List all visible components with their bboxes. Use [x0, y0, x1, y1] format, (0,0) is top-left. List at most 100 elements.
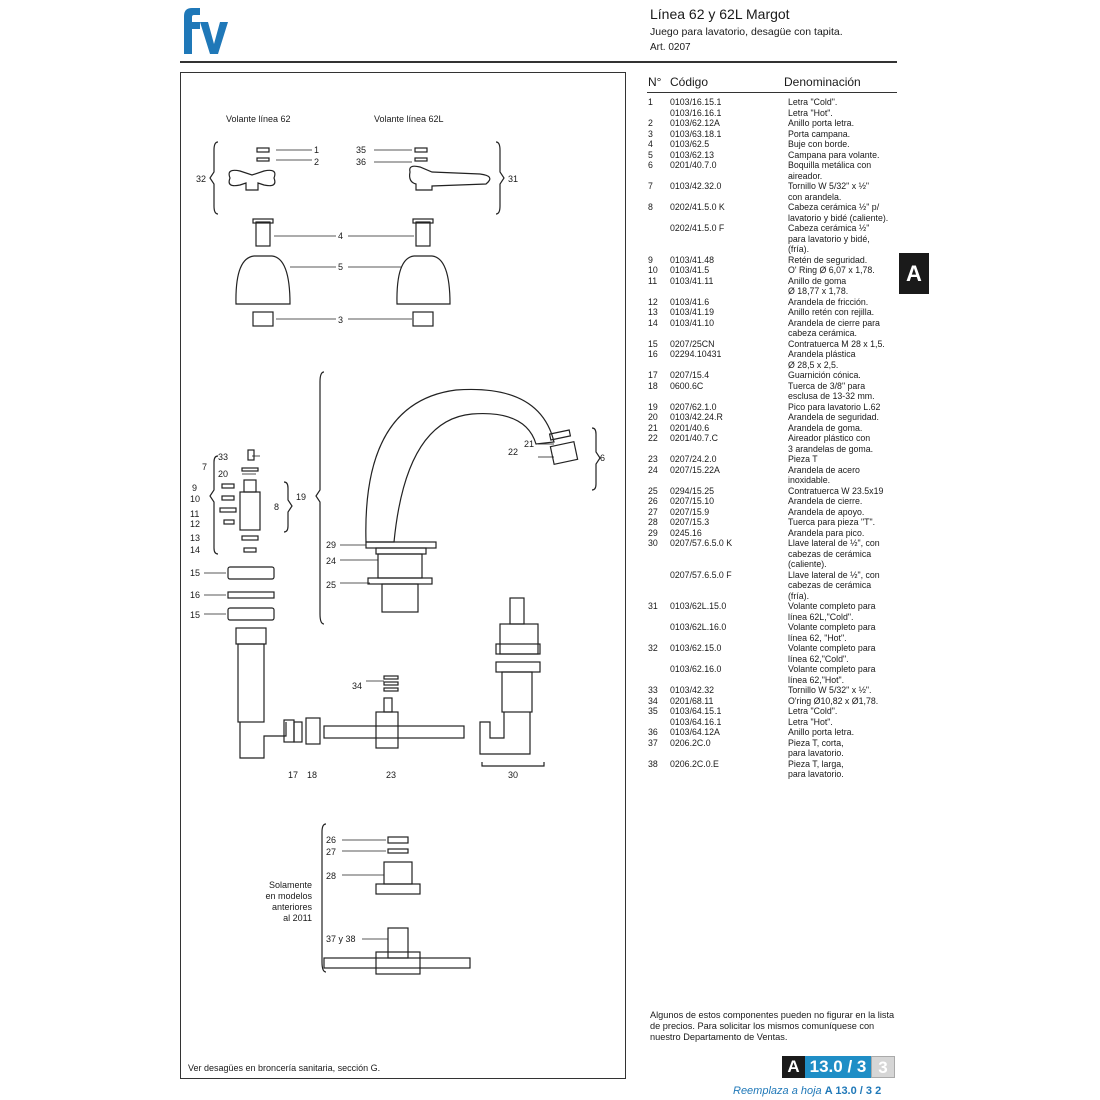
part-name: Guarnición cónica. — [788, 370, 861, 380]
part-name: O' Ring Ø 6,07 x 1,78. — [788, 265, 875, 275]
callout-26: 26 — [326, 835, 336, 845]
part-number — [648, 570, 670, 602]
exploded-drawing: Volante línea 62 Volante línea 62L 1 2 3… — [190, 114, 605, 975]
part-name: Anillo porta letra. — [788, 118, 855, 128]
callout-1: 1 — [314, 145, 319, 155]
part-number: 11 — [648, 275, 658, 286]
callout-2: 2 — [314, 157, 319, 167]
part-code: 0294/15.25 — [670, 485, 715, 496]
part-name: Campana para volante. — [788, 149, 880, 160]
part-number — [648, 622, 670, 643]
part-name: Tuerca para pieza "T". — [788, 517, 876, 527]
callout-5: 5 — [338, 262, 343, 272]
part-number: 37 — [648, 737, 658, 748]
part-name: Volante completo para línea 62,"Hot". — [788, 664, 876, 685]
callout-23: 23 — [386, 770, 396, 780]
part-name: Arandela de acero inoxidable. — [788, 464, 860, 486]
header-divider — [180, 61, 897, 63]
drawing-frame — [180, 72, 626, 1079]
replaces-label: Reemplaza a hoja — [733, 1085, 822, 1097]
callout-17: 17 — [288, 770, 298, 780]
part-code: 0207/57.6.5.0 K — [670, 538, 733, 548]
part-number: 10 — [648, 265, 658, 275]
part-code: 0103/62.13 — [670, 149, 715, 160]
part-number: 36 — [648, 727, 658, 737]
part-number: 25 — [648, 485, 658, 496]
part-name: Arandela de fricción. — [788, 296, 869, 307]
table-row: 35 0103/64.15.1 Letra "Cold". — [648, 706, 898, 717]
part-name: Arandela de goma. — [788, 422, 863, 433]
callout-8: 8 — [274, 502, 279, 512]
part-name: Pieza T — [788, 454, 818, 464]
part-number: 35 — [648, 706, 658, 716]
table-row: 1 0103/16.15.1 Letra "Cold". — [648, 97, 898, 108]
part-number: 38 — [648, 758, 658, 769]
part-code: 0201/40.7.C — [670, 433, 718, 443]
part-number: 16 — [648, 349, 658, 359]
part-code: 0207/15.10 — [670, 496, 715, 506]
part-code: 0103/62.15.0 — [670, 643, 722, 653]
part-code: 0103/62L.15.0 — [670, 601, 727, 611]
part-name: Letra "Cold". — [788, 706, 838, 716]
part-code: 0103/63.18.1 — [670, 128, 722, 139]
part-name: Letra "Cold". — [788, 97, 838, 107]
part-code: 0103/64.15.1 — [670, 706, 722, 716]
page-subtitle: Juego para lavatorio, desagüe con tapita… — [650, 26, 843, 38]
part-code: 0103/62L.16.0 — [670, 622, 727, 632]
part-number — [648, 664, 670, 685]
label-volante-62L: Volante línea 62L — [374, 114, 444, 124]
part-code: 0201/40.6 — [670, 422, 710, 433]
callout-36: 36 — [356, 157, 366, 167]
part-code: 0103/42.32.0 — [670, 181, 722, 191]
part-code: 0202/41.5.0 K — [670, 202, 725, 212]
part-code: 0103/62.16.0 — [670, 664, 722, 674]
callout-37-38: 37 y 38 — [326, 934, 356, 944]
callout-7: 7 — [202, 462, 207, 472]
part-number: 27 — [648, 506, 658, 517]
part-name: Volante completo para línea 62,"Cold". — [788, 643, 876, 664]
part-number: 33 — [648, 685, 658, 695]
part-name: Arandela de seguridad. — [788, 412, 879, 422]
part-code: 0103/41.48 — [670, 254, 715, 265]
callout-22: 22 — [508, 447, 518, 457]
part-number: 26 — [648, 496, 658, 506]
part-number: 1 — [648, 97, 653, 107]
part-code: 0103/16.15.1 — [670, 97, 722, 107]
part-name: Arandela de apoyo. — [788, 506, 865, 517]
callout-6: 6 — [600, 453, 605, 463]
callout-4: 4 — [338, 231, 343, 241]
part-code: 0207/25CN — [670, 338, 715, 349]
part-code: 0207/15.22A — [670, 464, 720, 475]
part-name: Arandela plástica Ø 28,5 x 2,5. — [788, 349, 856, 370]
callout-28: 28 — [326, 871, 336, 881]
part-number: 2 — [648, 118, 653, 128]
part-name: Tornillo W 5/32" x ½" con arandela. — [788, 181, 870, 202]
part-name: Buje con borde. — [788, 139, 850, 149]
part-code: 0207/57.6.5.0 F — [670, 569, 732, 580]
callout-12: 12 — [190, 519, 200, 529]
part-code: 0600.6C — [670, 380, 704, 391]
badge-sheet: 3 — [871, 1056, 895, 1078]
part-number: 9 — [648, 254, 653, 265]
callout-13: 13 — [190, 533, 200, 543]
callout-33: 33 — [218, 452, 228, 462]
col-header-number: N° — [648, 75, 662, 89]
callout-20: 20 — [218, 469, 228, 479]
callout-16: 16 — [190, 590, 200, 600]
availability-note: Algunos de estos componentes pueden no f… — [650, 1010, 895, 1042]
